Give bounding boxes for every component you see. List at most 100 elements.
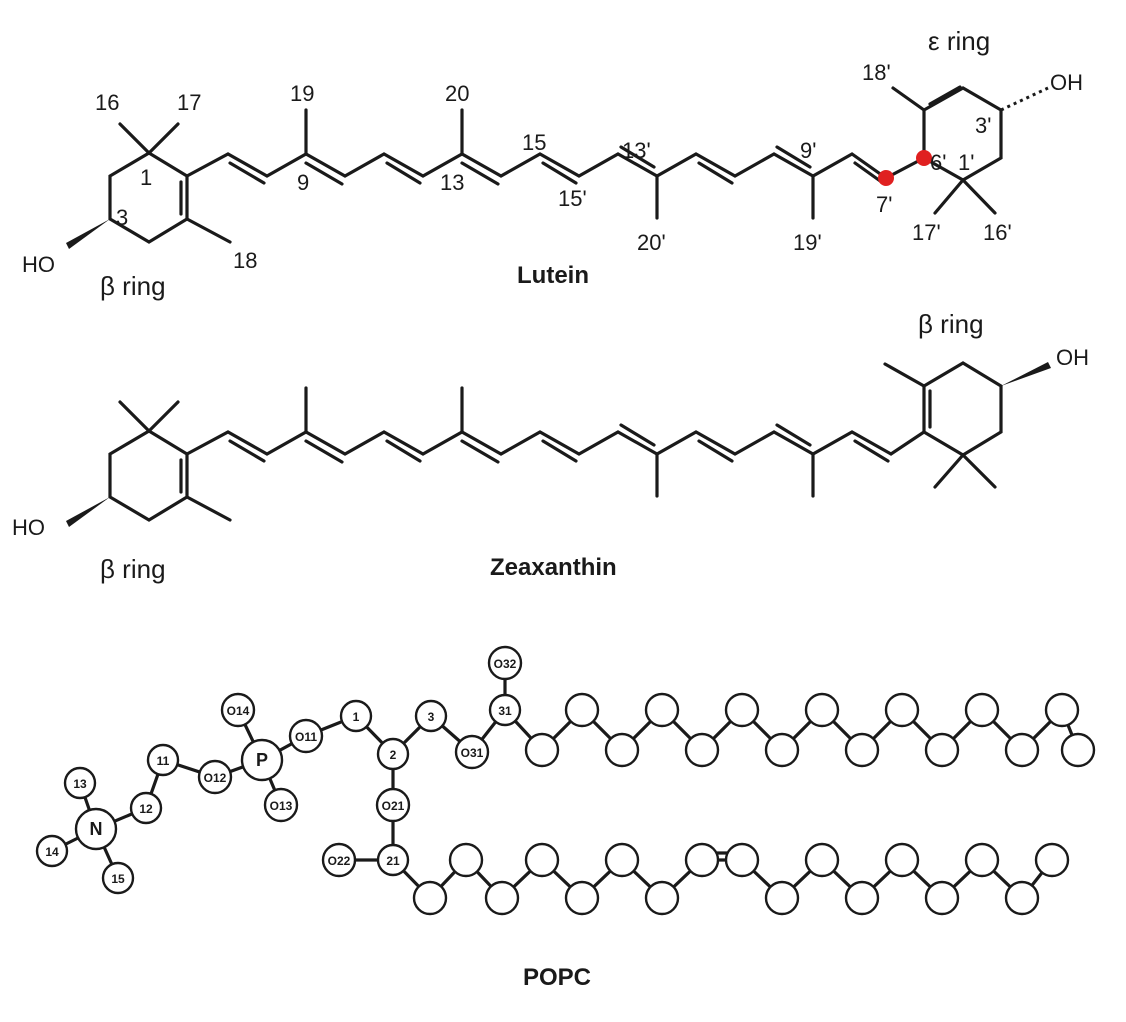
popc-atom-15-label: 15 (111, 872, 125, 886)
lutein-oh-label: OH (1050, 70, 1083, 95)
lutein-structure: 16 17 1 3 18 19 9 20 13 15 15' 13' 20' 9… (22, 26, 1083, 301)
popc-tail1-carbon (644, 692, 680, 728)
popc-tail1-carbon (844, 732, 880, 768)
popc-atom-21 (376, 843, 410, 877)
popc-atom-2-label: 2 (390, 748, 397, 762)
popc-title: POPC (523, 964, 591, 991)
label-3: 3 (116, 205, 128, 230)
popc-atom-o11 (288, 718, 324, 754)
popc-atom-o21-label: O21 (382, 799, 405, 813)
label-16-prime: 16' (983, 220, 1012, 245)
popc-tail2-carbon (412, 880, 448, 916)
popc-tail1-carbon (724, 692, 760, 728)
popc-atom-14-label: 14 (45, 845, 59, 859)
label-20: 20 (445, 81, 469, 106)
zeaxanthin-title: Zeaxanthin (490, 554, 617, 581)
popc-tail2-carbon (964, 842, 1000, 878)
popc-atom-21-label: 21 (386, 854, 400, 868)
popc-tail1-carbon (1004, 732, 1040, 768)
label-7-prime: 7' (876, 192, 892, 217)
zeaxanthin-left-beta-ring-label: β ring (100, 554, 166, 584)
popc-tail1-carbon (964, 692, 1000, 728)
popc-atom-o22 (321, 842, 357, 878)
label-6-prime: 6' (930, 150, 946, 175)
popc-tail2-carbon (684, 842, 720, 878)
popc-tail1-carbon (564, 692, 600, 728)
label-18-prime: 18' (862, 60, 891, 85)
lutein-ho-label: HO (22, 252, 55, 277)
popc-atom-15 (101, 861, 135, 895)
label-15-prime: 15' (558, 186, 587, 211)
popc-structure: N 13 14 15 12 11 O12 P O14 O13 O11 1 (35, 645, 1096, 991)
popc-tail1-carbon (764, 732, 800, 768)
popc-tail1-carbon (684, 732, 720, 768)
popc-tail1-carbon (924, 732, 960, 768)
popc-atom-o22-label: O22 (328, 854, 351, 868)
popc-tail2-carbon (604, 842, 640, 878)
popc-atom-p (240, 738, 284, 782)
label-19: 19 (290, 81, 314, 106)
highlight-c7-atom (878, 170, 894, 186)
popc-tail2-carbon (1034, 842, 1070, 878)
popc-atom-o11-label: O11 (295, 730, 317, 744)
label-20-prime: 20' (637, 230, 666, 255)
highlight-c6-atom (916, 150, 932, 166)
popc-atom-o32-label: O32 (494, 657, 517, 671)
popc-tail2-carbon (804, 842, 840, 878)
label-16: 16 (95, 90, 119, 115)
label-1-prime: 1' (958, 150, 974, 175)
popc-atom-o12 (197, 759, 233, 795)
popc-atom-o14 (220, 692, 256, 728)
popc-atoms: N 13 14 15 12 11 O12 P O14 O13 O11 1 (35, 645, 1096, 916)
popc-atom-3 (414, 699, 448, 733)
popc-atom-11 (146, 743, 180, 777)
popc-atom-2 (376, 737, 410, 771)
popc-tail2-carbon (1004, 880, 1040, 916)
popc-atom-o13-label: O13 (270, 799, 293, 813)
label-19-prime: 19' (793, 230, 822, 255)
popc-tail2-carbon (924, 880, 960, 916)
popc-atom-31-label: 31 (498, 704, 512, 718)
popc-tail1-carbon (524, 732, 560, 768)
popc-tail1-carbon (604, 732, 640, 768)
popc-tail2-carbon (484, 880, 520, 916)
label-17: 17 (177, 90, 201, 115)
label-9-prime: 9' (800, 138, 816, 163)
popc-atom-1 (339, 699, 373, 733)
popc-tail2-carbon (564, 880, 600, 916)
popc-tail2-carbon (844, 880, 880, 916)
popc-tail2-carbon (524, 842, 560, 878)
popc-tail2-carbon (644, 880, 680, 916)
zeaxanthin-structure: HO OH β ring β ring Zeaxanthin (12, 309, 1089, 584)
popc-atom-o13 (263, 787, 299, 823)
popc-atom-o21 (375, 787, 411, 823)
popc-atom-14 (35, 834, 69, 868)
popc-atom-p-label: P (256, 750, 268, 770)
zeaxanthin-oh-label: OH (1056, 345, 1089, 370)
popc-tail2-carbon (448, 842, 484, 878)
popc-atom-11-label: 11 (157, 754, 170, 768)
lutein-beta-ring-label: β ring (100, 271, 166, 301)
popc-atom-3-label: 3 (428, 710, 435, 724)
label-13-prime: 13' (622, 138, 651, 163)
popc-tail2-carbon (724, 842, 760, 878)
popc-atom-n-label: N (90, 819, 103, 839)
popc-atom-o31-label: O31 (461, 746, 484, 760)
popc-atom-o31 (454, 734, 490, 770)
popc-atom-1-label: 1 (353, 710, 360, 724)
label-17-prime: 17' (912, 220, 941, 245)
label-9: 9 (297, 170, 309, 195)
popc-atom-o14-label: O14 (227, 704, 250, 718)
lutein-epsilon-ring-label: ε ring (928, 26, 990, 56)
popc-atom-31 (488, 693, 522, 727)
popc-atom-o32 (487, 645, 523, 681)
label-18: 18 (233, 248, 257, 273)
lutein-title: Lutein (517, 262, 589, 289)
popc-tail1-carbon (884, 692, 920, 728)
label-13: 13 (440, 170, 464, 195)
popc-atom-12 (129, 791, 163, 825)
label-1: 1 (140, 165, 152, 190)
popc-tail2-carbon (884, 842, 920, 878)
label-3-prime: 3' (975, 113, 991, 138)
